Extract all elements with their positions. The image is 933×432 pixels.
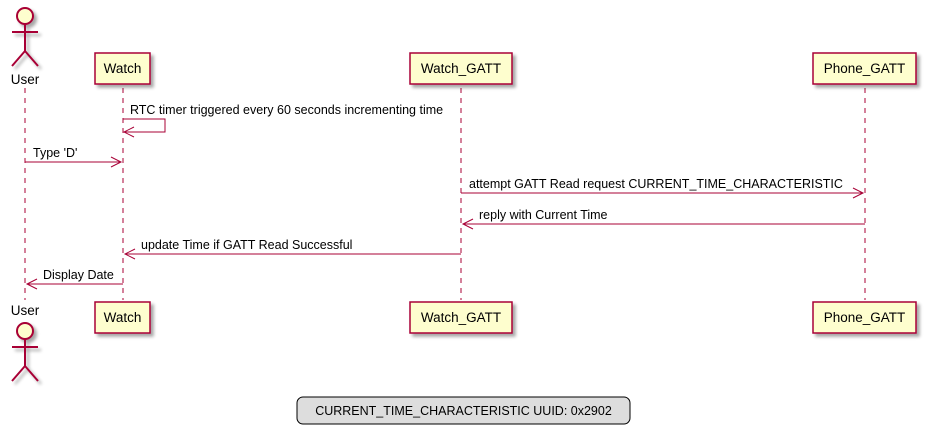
- participant-label-watch-bottom: Watch: [104, 310, 142, 325]
- message-label-update-time: update Time if GATT Read Successful: [141, 238, 352, 252]
- arrowhead: [122, 126, 135, 138]
- lifelines: [24, 88, 866, 300]
- arrowhead: [110, 156, 123, 168]
- actor-user-top: [11, 7, 39, 67]
- message-update-time: [123, 248, 461, 260]
- message-label-display-date: Display Date: [43, 268, 114, 282]
- arrowhead: [852, 187, 865, 199]
- message-label-type-d: Type 'D': [33, 146, 77, 160]
- arrowhead: [25, 278, 38, 290]
- message-label-rtc-timer: RTC timer triggered every 60 seconds inc…: [130, 103, 443, 117]
- participants-top: User Watch Watch_GATT Phone_GATT: [11, 7, 917, 87]
- participant-box-watch-gatt-bottom: [409, 301, 513, 334]
- participants-bottom: User Watch Watch_GATT Phone_GATT: [11, 301, 917, 382]
- message-label-reply-current-time: reply with Current Time: [479, 208, 608, 222]
- actor-user-bottom: [11, 322, 39, 382]
- participant-label-user-top: User: [11, 72, 40, 87]
- legend-text: CURRENT_TIME_CHARACTERISTIC UUID: 0x2902: [315, 404, 612, 418]
- participant-box-watch-top: [94, 52, 151, 85]
- messages: [25, 118, 865, 290]
- message-display-date: [25, 278, 123, 290]
- message-attempt-gatt-read: [461, 187, 865, 199]
- participant-box-watch-gatt-top: [409, 52, 513, 85]
- message-rtc-timer: [122, 118, 166, 138]
- arrowhead: [123, 248, 136, 260]
- legend: CURRENT_TIME_CHARACTERISTIC UUID: 0x2902: [296, 396, 631, 425]
- arrowhead: [461, 218, 474, 230]
- participant-label-watch-top: Watch: [104, 61, 142, 76]
- message-reply-current-time: [461, 218, 865, 230]
- user-actor-icon: [11, 322, 39, 382]
- message-type-d: [25, 156, 123, 168]
- legend-box: [296, 396, 631, 425]
- user-actor-icon: [11, 7, 39, 67]
- participant-label-user-bottom: User: [11, 303, 40, 318]
- participant-box-watch-bottom: [94, 301, 151, 334]
- message-labels: RTC timer triggered every 60 seconds inc…: [33, 103, 843, 282]
- participant-box-phone-gatt-top: [812, 52, 917, 85]
- participant-label-watch-gatt-bottom: Watch_GATT: [421, 310, 501, 325]
- participant-box-phone-gatt-bottom: [812, 301, 917, 334]
- participant-label-phone-gatt-bottom: Phone_GATT: [824, 310, 906, 325]
- participant-label-watch-gatt-top: Watch_GATT: [421, 61, 501, 76]
- participant-label-phone-gatt-top: Phone_GATT: [824, 61, 906, 76]
- message-label-attempt-gatt-read: attempt GATT Read request CURRENT_TIME_C…: [469, 177, 843, 191]
